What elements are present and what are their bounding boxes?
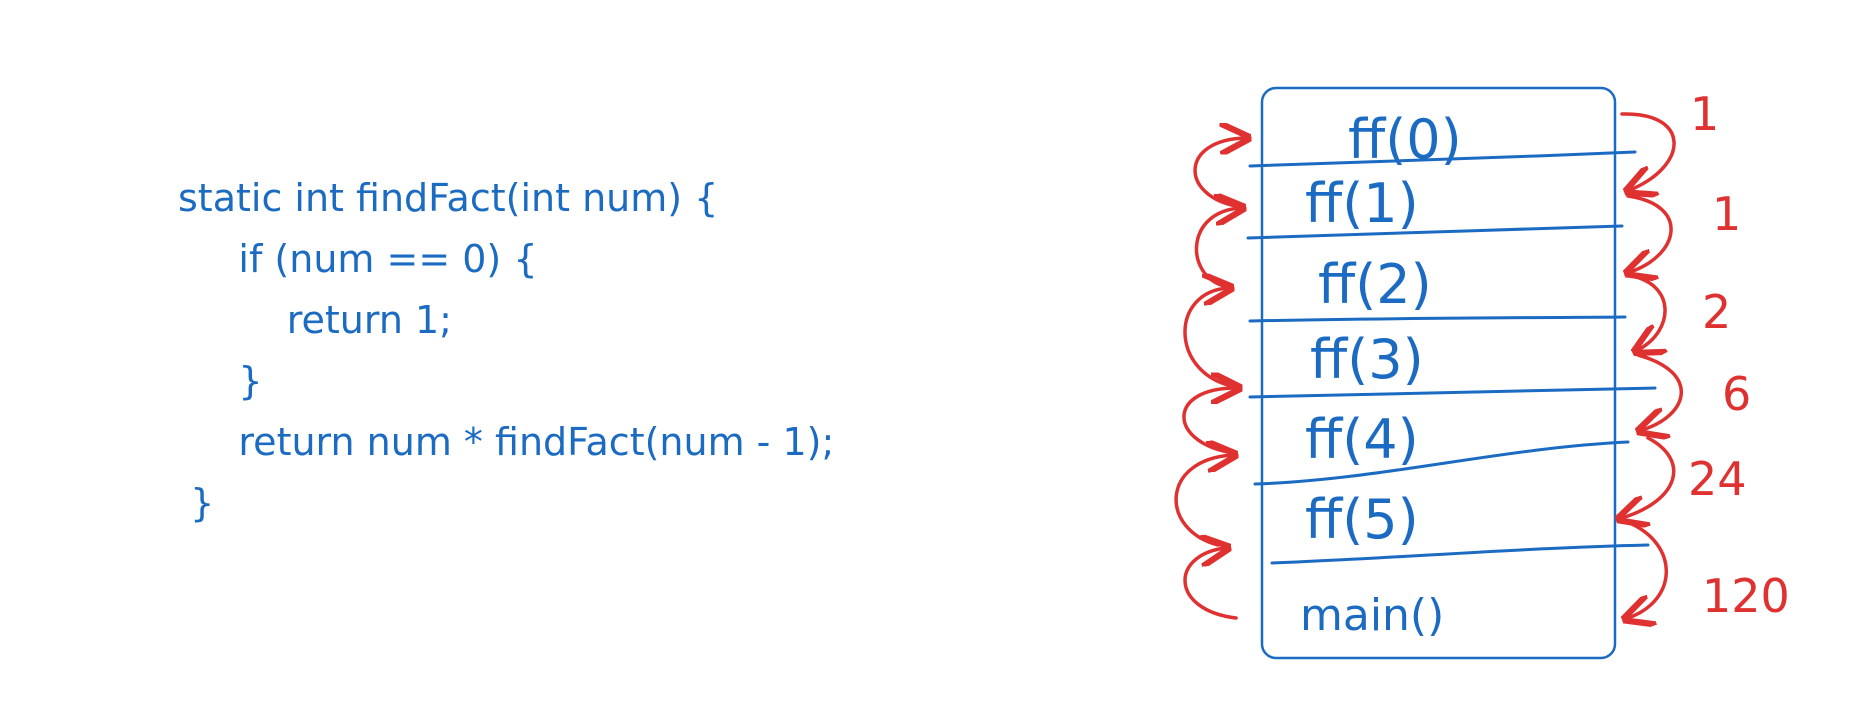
return-value-label: 6 [1722, 367, 1751, 421]
frame-label: main() [1300, 590, 1444, 641]
call-arrow [1183, 288, 1232, 388]
divider-line [1246, 224, 1624, 240]
code-line: } [178, 481, 215, 525]
divider-line [1270, 543, 1650, 565]
frame-dividers [1246, 150, 1657, 565]
frame-label: ff(4) [1305, 408, 1419, 471]
call-arrow [1194, 208, 1240, 288]
frame-label: ff(1) [1305, 172, 1419, 235]
return-arrows [1622, 112, 1683, 618]
return-value-label: 1 [1712, 187, 1741, 241]
code-line: if (num == 0) { [178, 237, 538, 281]
code-line: static int findFact(int num) { [178, 176, 719, 220]
code-snippet: static int findFact(int num) { if (num =… [178, 168, 834, 534]
return-value-label: 2 [1702, 285, 1731, 339]
frame-label: ff(3) [1310, 328, 1424, 391]
stack-frames: ff(0) ff(1) ff(2) ff(3) ff(4) ff(5) main… [1300, 108, 1462, 641]
frame-label: ff(0) [1348, 108, 1462, 171]
call-arrow [1193, 138, 1245, 208]
return-arrow [1622, 112, 1676, 190]
call-arrow [1183, 548, 1238, 620]
stack-container [1260, 86, 1617, 660]
code-line: } [178, 359, 263, 403]
return-value-label: 120 [1702, 569, 1790, 623]
frame-label: ff(2) [1318, 253, 1432, 316]
return-value-label: 24 [1688, 452, 1747, 506]
call-arrows [1174, 138, 1245, 620]
divider-line [1248, 386, 1657, 399]
return-arrow [1622, 518, 1668, 618]
return-values: 1 1 2 6 24 120 [1688, 87, 1790, 623]
return-arrow [1638, 353, 1683, 430]
code-line: return 1; [178, 298, 452, 342]
divider-line [1248, 150, 1637, 168]
code-line: return num * findFact(num - 1); [178, 420, 835, 464]
return-value-label: 1 [1690, 87, 1719, 141]
divider-line [1248, 315, 1627, 323]
return-arrow [1622, 436, 1676, 518]
return-arrow [1628, 194, 1673, 272]
frame-label: ff(5) [1305, 488, 1419, 551]
call-arrow [1174, 455, 1232, 547]
call-arrow [1182, 388, 1236, 454]
return-arrow [1632, 274, 1665, 350]
divider-line [1253, 440, 1630, 486]
